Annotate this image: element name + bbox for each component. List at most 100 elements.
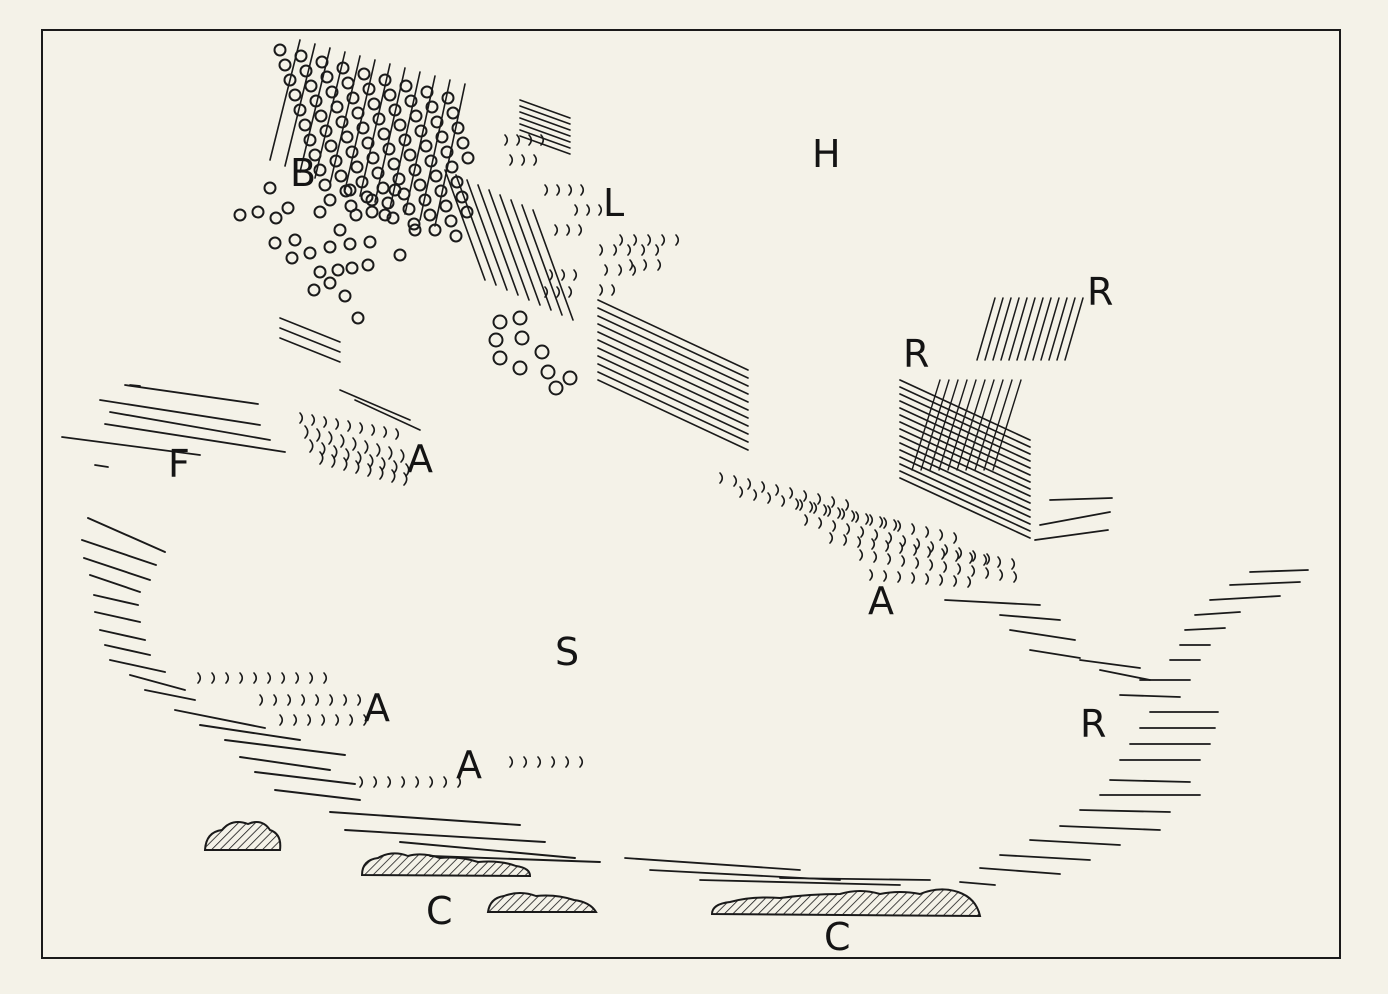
cumulus-circle (350, 160, 364, 174)
arc-mark (873, 551, 878, 563)
arc-mark (929, 559, 934, 571)
cumulus-circle (293, 103, 307, 117)
arc-mark (554, 224, 559, 236)
cumulus-circle (323, 240, 337, 254)
hatch-stroke (899, 400, 1031, 462)
arc-mark (340, 434, 345, 448)
hatch-stroke (87, 517, 166, 553)
arc-mark (859, 549, 864, 561)
arc-mark (335, 714, 340, 726)
cumulus-circle (313, 265, 327, 279)
cumulus-circle (393, 248, 407, 262)
hatch-stroke (1209, 595, 1281, 601)
hatch-stroke (899, 407, 1031, 469)
hatch-stroke (597, 299, 749, 371)
hatch-stroke (279, 337, 341, 363)
hatch-stroke (899, 442, 1031, 504)
cumulus-circle (343, 237, 357, 251)
cumulus-circle (429, 169, 443, 183)
cumulus-circle (331, 263, 345, 277)
cumulus-circle (399, 79, 413, 93)
arc-mark (619, 234, 624, 246)
cumulus-circle (372, 112, 386, 126)
cumulus-circle (303, 133, 317, 147)
arc-mark (1013, 571, 1018, 583)
hatch-stroke (992, 297, 1012, 361)
hatch-stroke (104, 644, 151, 656)
cumulus-circle (404, 94, 418, 108)
cumulus-circle (383, 88, 397, 102)
cumulus-circle (355, 175, 369, 189)
hatch-stroke (279, 317, 341, 343)
arc-mark (388, 446, 393, 460)
arc-mark (837, 507, 842, 519)
cumulus-circle (288, 88, 302, 102)
arc-mark (641, 244, 646, 256)
arc-mark (281, 672, 286, 684)
hatch-stroke (976, 297, 996, 361)
arc-mark (972, 550, 977, 562)
hatch-stroke (419, 79, 451, 221)
arc-mark (349, 714, 354, 726)
hatch-stroke (344, 829, 546, 843)
cumulus-circle (408, 223, 422, 237)
cumulus-circle (362, 82, 376, 96)
hatch-stroke (129, 384, 141, 387)
cumulus-circle (381, 196, 395, 210)
cumulus-circle (492, 314, 508, 330)
arc-mark (958, 547, 963, 559)
hatch-stroke (1229, 581, 1301, 586)
hatch-stroke (519, 129, 571, 149)
arc-mark (549, 269, 554, 281)
arc-mark (887, 553, 892, 565)
cumulus-circle (320, 70, 334, 84)
arc-mark (551, 756, 556, 768)
hatch-stroke (899, 477, 1031, 539)
arc-mark (523, 756, 528, 768)
cumulus-circle (386, 211, 400, 225)
arc-mark (369, 454, 374, 468)
arc-mark (930, 541, 935, 553)
hatch-stroke (519, 111, 571, 131)
arc-mark (831, 496, 836, 508)
cumulus-circle (273, 43, 287, 57)
arc-mark (565, 756, 570, 768)
cumulus-circle (298, 118, 312, 132)
region-labels: H L B F S R R R A A A A C C (168, 132, 1113, 959)
hatch-stroke (339, 389, 411, 421)
cumulus-circle (512, 360, 528, 376)
hatch-stroke (1034, 529, 1109, 541)
cumulus-circle (268, 236, 282, 250)
arc-mark (359, 422, 364, 434)
arc-mark (857, 536, 862, 548)
cumulus-circle (366, 151, 380, 165)
arc-mark (885, 540, 890, 552)
cumulus-circle (428, 223, 442, 237)
arc-mark (986, 553, 991, 565)
hatch-stroke (597, 307, 749, 379)
arc-mark (579, 756, 584, 768)
hatch-stroke (899, 449, 1031, 511)
arc-mark (775, 484, 780, 496)
hatch-stroke (329, 811, 521, 826)
arc-mark (304, 425, 309, 439)
arc-mark (767, 492, 772, 504)
cumulus-circle (349, 208, 363, 222)
hatch-stroke (899, 379, 1031, 441)
arc-mark (566, 224, 571, 236)
cumulus-circle (336, 61, 350, 75)
hatch-stroke (94, 464, 109, 468)
arc-mark (943, 561, 948, 573)
cumulus-circle (449, 229, 463, 243)
arc-mark (556, 286, 561, 298)
hatch-stroke (519, 99, 571, 119)
arc-mark (841, 508, 846, 520)
arc-mark (845, 499, 850, 511)
hatch-stroke (597, 347, 749, 419)
hatch-stroke (1056, 297, 1076, 361)
arc-mark (827, 505, 832, 517)
arc-mark (871, 538, 876, 550)
arc-mark (953, 532, 958, 544)
hatch-stroke (597, 339, 749, 411)
cumulus-circle (562, 370, 578, 386)
